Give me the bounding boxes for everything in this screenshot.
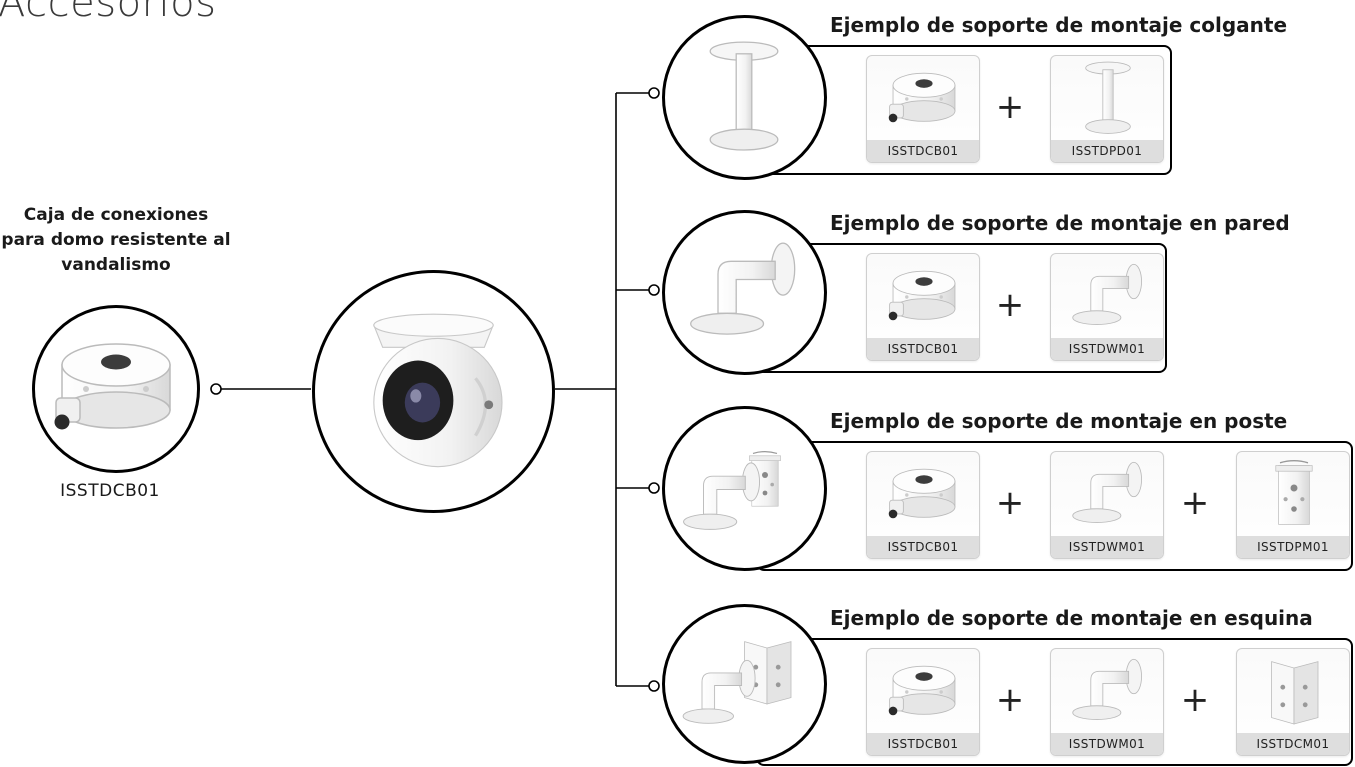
corner-mount-icon (682, 641, 792, 724)
camera-circle (312, 270, 555, 513)
part-card: ISSTDCM01 (1236, 648, 1350, 756)
plus-icon: + (1180, 483, 1210, 523)
part-card: ISSTDWM01 (1050, 253, 1164, 361)
part-code: ISSTDCB01 (867, 536, 979, 558)
wall-mount-icon (1072, 263, 1142, 325)
wall-mount-icon (1072, 658, 1142, 720)
pole-adapter-icon (1274, 459, 1314, 526)
part-code: ISSTDCM01 (1237, 733, 1349, 755)
part-code: ISSTDPD01 (1051, 140, 1163, 162)
connector-node-pendant (648, 87, 660, 99)
junction-box-icon (888, 468, 956, 519)
part-code: ISSTDWM01 (1051, 733, 1163, 755)
junction-box-icon (888, 665, 956, 716)
wall-mount-icon (690, 242, 796, 335)
plus-icon: + (995, 680, 1025, 720)
connector-node-wall (648, 284, 660, 296)
plus-icon: + (995, 483, 1025, 523)
junction-box-circle (32, 305, 200, 473)
mount-circle-wall (662, 210, 827, 375)
corner-adapter-icon (1271, 661, 1319, 725)
part-code: ISSTDCB01 (867, 733, 979, 755)
part-code: ISSTDWM01 (1051, 338, 1163, 360)
part-code: ISSTDWM01 (1051, 536, 1163, 558)
mount-title-pendant: Ejemplo de soporte de montaje colgante (830, 13, 1288, 37)
part-card: ISSTDWM01 (1050, 648, 1164, 756)
mount-circle-pole (662, 406, 827, 571)
part-card: ISSTDCB01 (866, 648, 980, 756)
junction-box-icon (888, 270, 956, 321)
connector-node-junction (210, 383, 222, 395)
part-card: ISSTDCB01 (866, 451, 980, 559)
mount-title-pole: Ejemplo de soporte de montaje en poste (830, 409, 1288, 433)
dome-camera-icon (372, 312, 504, 469)
part-code: ISSTDCB01 (867, 338, 979, 360)
connector-node-pole (648, 482, 660, 494)
plus-icon: + (1180, 680, 1210, 720)
part-card: ISSTDPM01 (1236, 451, 1350, 559)
plus-icon: + (995, 87, 1025, 127)
page-title: Accesorios (0, 0, 217, 26)
part-card: ISSTDPD01 (1050, 55, 1164, 163)
junction-box-icon (888, 72, 956, 123)
part-code: ISSTDPM01 (1237, 536, 1349, 558)
plus-icon: + (995, 285, 1025, 325)
pendant-mount-icon (709, 41, 779, 151)
pole-mount-icon (683, 450, 782, 530)
part-card: ISSTDWM01 (1050, 451, 1164, 559)
connector-node-corner (648, 680, 660, 692)
mount-title-corner: Ejemplo de soporte de montaje en esquina (830, 606, 1313, 630)
pendant-mount-icon (1085, 61, 1131, 134)
part-card: ISSTDCB01 (866, 55, 980, 163)
mount-circle-pendant (662, 15, 827, 180)
part-card: ISSTDCB01 (866, 253, 980, 361)
mount-title-wall: Ejemplo de soporte de montaje en pared (830, 211, 1290, 235)
junction-box-icon (53, 343, 171, 431)
junction-box-label: Caja de conexiones para domo resistente … (1, 205, 231, 275)
wall-mount-icon (1072, 461, 1142, 523)
part-code: ISSTDCB01 (867, 140, 979, 162)
junction-box-code: ISSTDCB01 (60, 481, 160, 501)
mount-circle-corner (662, 604, 827, 764)
